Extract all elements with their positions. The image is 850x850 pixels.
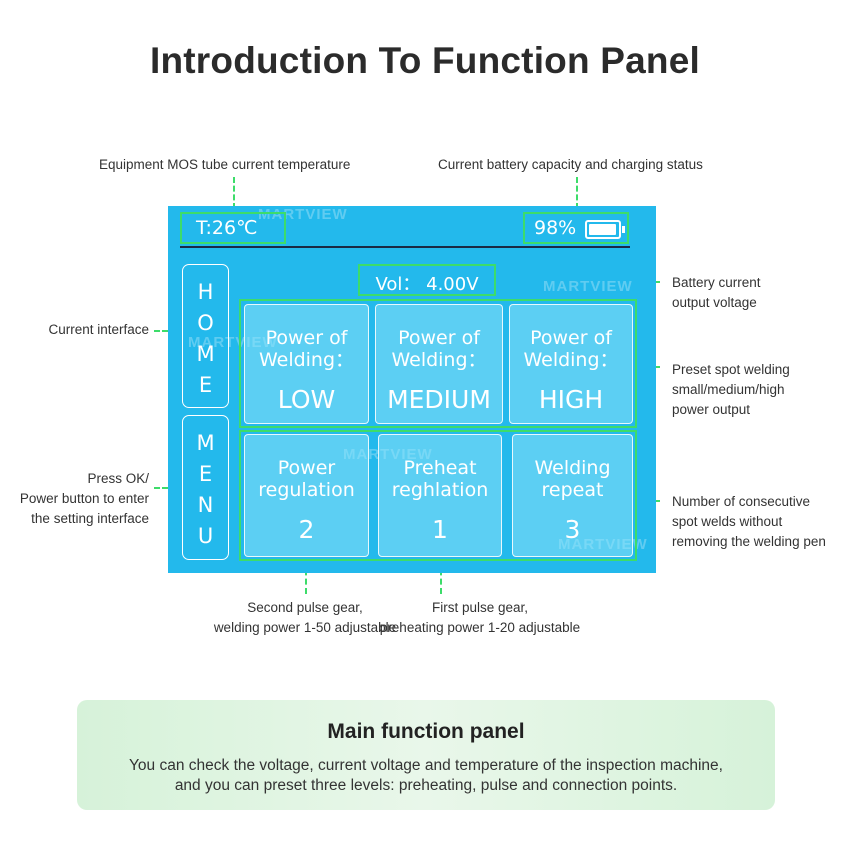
temperature-value: T:26℃ [196,217,258,239]
press-ok-line3: the setting interface [31,511,149,526]
page-title: Introduction To Function Panel [150,40,700,81]
battery-percent: 98% [534,217,577,239]
preset-annotation: Preset spot welding small/medium/high po… [672,360,790,420]
consecutive-line2: spot welds without [672,514,783,529]
first-pulse-leader [440,560,442,594]
home-letter: H [197,280,214,304]
menu-letter: M [196,431,215,455]
panel-description: You can check the voltage, current volta… [77,756,775,796]
watermark: MARTVIEW [258,206,348,223]
home-letter: O [197,311,214,335]
mos-temp-leader [233,177,235,209]
preset-power-frame [239,299,637,428]
panel-heading: Main function panel [327,720,525,743]
battery-box: 98% [523,212,629,244]
first-pulse-line2: preheating power 1-20 adjustable [379,620,581,635]
tile-value: 1 [432,515,448,544]
preset-line2: small/medium/high [672,382,785,397]
preset-line1: Preset spot welding [672,362,790,377]
battery-capacity-leader [576,177,578,209]
tile-label: Power of [530,327,612,349]
press-ok-annotation: Press OK/ Power button to enter the sett… [0,469,149,529]
battery-tip [622,226,625,233]
voltage-box: Vol： 4.00V [358,264,496,296]
battery-fill [589,224,616,235]
panel-line2: and you can preset three levels: preheat… [174,777,678,794]
current-interface-annotation: Current interface [48,322,149,337]
temperature-box: T:26℃ [180,212,286,244]
tile-label: repeat [541,479,604,501]
tile-value: MEDIUM [387,385,491,414]
first-pulse-annotation: First pulse gear, preheating power 1-20 … [330,598,630,638]
second-pulse-annotation: Second pulse gear, welding power 1-50 ad… [150,598,460,638]
second-pulse-line2: welding power 1-50 adjustable [213,620,397,635]
main-function-panel: Main function panel You can check the vo… [77,700,775,810]
menu-button[interactable]: M E N U [182,415,229,560]
tile-label: Preheat [403,457,477,479]
second-pulse-line1: Second pulse gear, [247,600,363,615]
tile-label: Welding [534,457,611,479]
settings-frame [239,430,637,561]
consecutive-line1: Number of consecutive [672,494,811,509]
second-pulse-leader [305,560,307,594]
home-label: H O M E [183,277,228,401]
tile-label: regulation [258,479,355,501]
menu-letter: E [198,462,213,486]
battery-voltage-line2: output voltage [672,295,757,310]
consecutive-annotation: Number of consecutive spot welds without… [672,492,826,552]
tile-label: Welding： [258,349,355,371]
tile-value: LOW [277,385,336,414]
tile-label: Welding： [523,349,619,371]
preset-line3: power output [672,402,751,417]
consecutive-line3: removing the welding pen [672,534,826,549]
press-ok-line1: Press OK/ [87,471,149,486]
tile-label: reghlation [391,479,489,501]
tile-label: Power of [265,327,348,349]
battery-capacity-annotation: Current battery capacity and charging st… [438,157,703,172]
menu-letter: U [197,524,214,548]
battery-icon [585,220,625,239]
top-divider [180,246,630,248]
tile-label: Power of [398,327,480,349]
menu-letter: N [197,493,214,517]
mos-temp-annotation: Equipment MOS tube current temperature [99,157,351,172]
device-screen: MARTVIEW MARTVIEW MARTVIEW MARTVIEW MART… [168,206,656,573]
voltage-value: Vol： 4.00V [375,274,479,295]
press-ok-line2: Power button to enter [19,491,149,506]
menu-label: M E N U [183,428,228,552]
panel-line1: You can check the voltage, current volta… [129,757,723,774]
home-button[interactable]: H O M E [182,264,229,408]
tile-label: Power [277,457,336,479]
home-letter: E [198,373,213,397]
first-pulse-line1: First pulse gear, [431,600,529,615]
battery-voltage-line1: Battery current [672,275,761,290]
home-letter: M [196,342,215,366]
tile-value: HIGH [538,385,604,414]
watermark: MARTVIEW [543,278,633,295]
battery-voltage-annotation: Battery current output voltage [672,273,761,313]
tile-value: 2 [298,515,315,544]
tile-label: Welding： [391,349,487,371]
tile-value: 3 [564,515,581,544]
